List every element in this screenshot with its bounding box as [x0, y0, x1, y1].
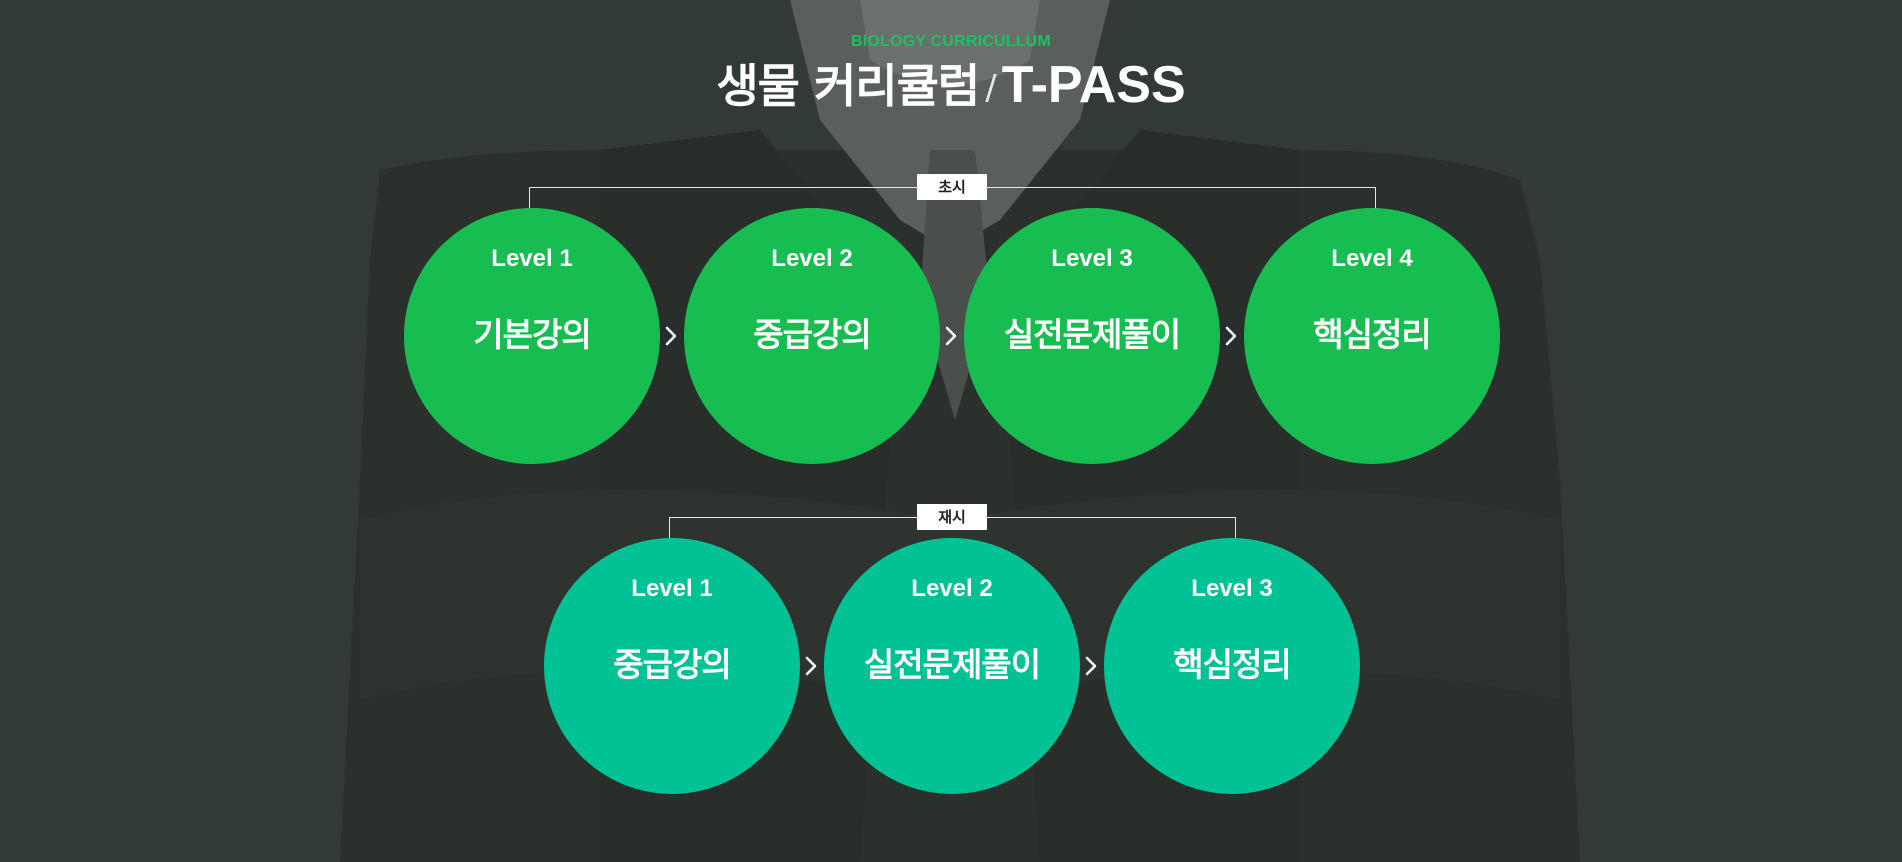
page-title: 생물 커리큘럼/T-PASS — [0, 56, 1902, 120]
group-2-step-2: Level 2 실전문제풀이 — [824, 538, 1080, 794]
step-level: Level 1 — [631, 575, 713, 602]
group-2-step-1: Level 1 중급강의 — [544, 538, 800, 794]
group-1-tag: 초시 — [917, 174, 987, 200]
step-label: 실전문제풀이 — [1003, 315, 1181, 354]
chevron-right-icon — [1225, 326, 1237, 346]
step-label: 실전문제풀이 — [863, 645, 1041, 684]
step-level: Level 2 — [771, 245, 853, 272]
group-1-step-3: Level 3 실전문제풀이 — [964, 208, 1220, 464]
step-label: 중급강의 — [753, 315, 871, 354]
step-label: 기본강의 — [473, 315, 591, 354]
title-separator: / — [985, 68, 997, 108]
chevron-right-icon — [1085, 656, 1097, 676]
section-subtitle: BIOLOGY CURRICULLUM — [851, 33, 1051, 50]
step-label: 핵심정리 — [1313, 315, 1431, 354]
step-label: 핵심정리 — [1173, 645, 1291, 684]
group-2-step-3: Level 3 핵심정리 — [1104, 538, 1360, 794]
group-1-step-1: Level 1 기본강의 — [404, 208, 660, 464]
step-level: Level 4 — [1331, 245, 1413, 272]
step-level: Level 3 — [1191, 575, 1273, 602]
header: BIOLOGY CURRICULLUM 생물 커리큘럼/T-PASS — [0, 32, 1902, 120]
step-level: Level 1 — [491, 245, 573, 272]
group-2-tag: 재시 — [917, 504, 987, 530]
group-1-step-4: Level 4 핵심정리 — [1244, 208, 1500, 464]
chevron-right-icon — [945, 326, 957, 346]
step-label: 중급강의 — [613, 645, 731, 684]
title-main: 생물 커리큘럼 — [716, 59, 980, 113]
title-brand: T-PASS — [1001, 56, 1186, 114]
chevron-right-icon — [665, 326, 677, 346]
chevron-right-icon — [805, 656, 817, 676]
group-1-step-2: Level 2 중급강의 — [684, 208, 940, 464]
step-level: Level 2 — [911, 575, 993, 602]
step-level: Level 3 — [1051, 245, 1133, 272]
